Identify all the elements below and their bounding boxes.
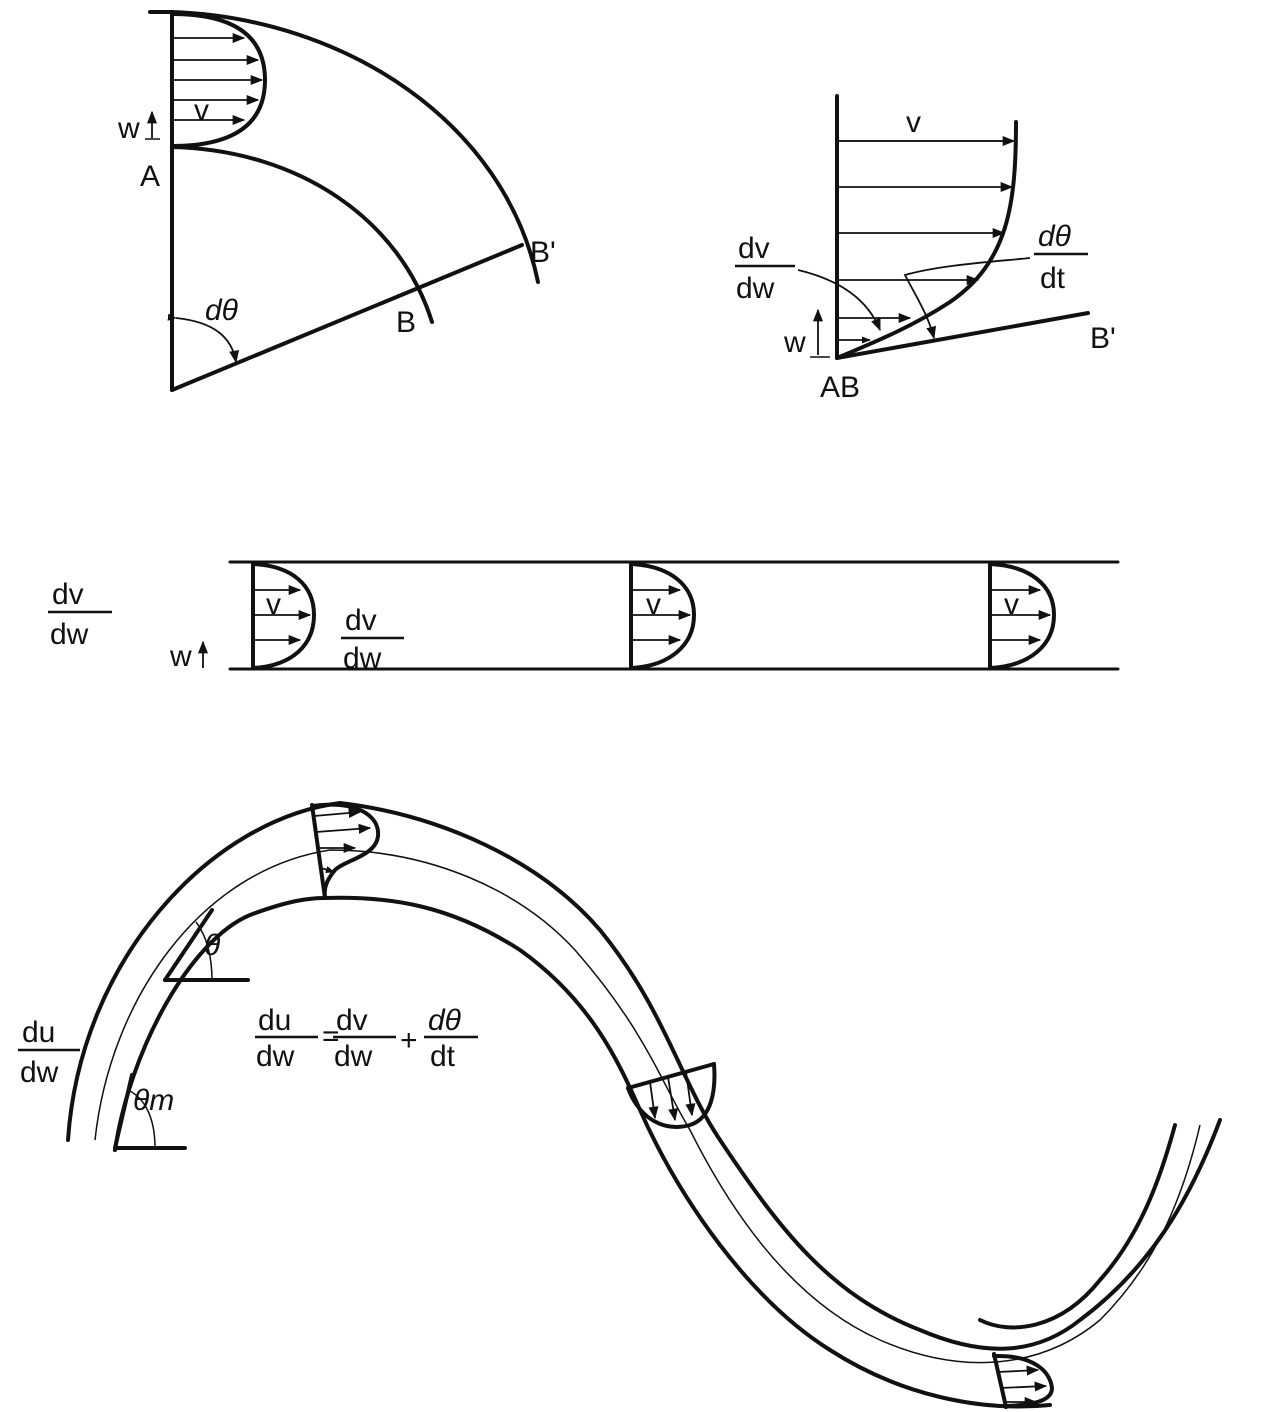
- straight-frac-inside: dv dw: [341, 604, 404, 675]
- bend-panel: w v A B B' dθ: [117, 10, 556, 392]
- meander-inner-wall-right: [978, 1123, 1177, 1330]
- profile-frac-dvdw: dv dw: [735, 232, 795, 305]
- straight-profile-2: v: [629, 561, 696, 670]
- bend-outer-wall: [148, 10, 540, 284]
- svg-text:v: v: [1004, 588, 1019, 621]
- meander-outer-wall: [66, 801, 1222, 1351]
- profile-panel: v w AB B' dv dw dθ dt: [735, 94, 1116, 404]
- svg-text:dt: dt: [430, 1040, 456, 1073]
- profile-label-Bprime: B': [1090, 322, 1116, 355]
- svg-text:v: v: [646, 588, 661, 621]
- svg-text:du: du: [258, 1004, 291, 1037]
- svg-text:dt: dt: [1040, 262, 1066, 295]
- meander-inner-wall: [113, 895, 1052, 1409]
- straight-label-w: w: [169, 640, 192, 673]
- svg-text:dv: dv: [336, 1004, 368, 1037]
- meander-angle-theta-m: θm: [113, 1073, 187, 1150]
- profile-label-AB: AB: [820, 371, 860, 404]
- svg-text:dv: dv: [738, 232, 770, 265]
- meander-angle-theta: θ: [163, 908, 250, 982]
- meander-profile-bottom: [992, 1352, 1054, 1409]
- svg-text:dθ: dθ: [428, 1004, 462, 1037]
- svg-text:dw: dw: [256, 1040, 295, 1073]
- straight-frac-left: dv dw: [48, 578, 112, 651]
- meander-panel: θ θm du dw du dw = dv dw + dθ dt: [18, 801, 1222, 1409]
- svg-text:v: v: [266, 588, 281, 621]
- profile-velocity-curve: [835, 120, 1018, 360]
- svg-text:dw: dw: [736, 272, 775, 305]
- bend-label-A: A: [140, 160, 160, 193]
- bend-label-w: w: [117, 112, 140, 145]
- svg-text:du: du: [22, 1016, 55, 1049]
- svg-text:θ: θ: [204, 929, 221, 962]
- bend-angle-arc: [167, 313, 240, 364]
- bend-velocity-profile: [170, 12, 267, 148]
- svg-text:dθ: dθ: [1038, 220, 1072, 253]
- svg-text:dw: dw: [334, 1040, 373, 1073]
- svg-text:dw: dw: [20, 1056, 59, 1089]
- svg-text:dv: dv: [52, 578, 84, 611]
- bend-label-B: B: [396, 306, 416, 339]
- svg-text:dw: dw: [343, 642, 382, 675]
- svg-text:+: +: [400, 1024, 418, 1057]
- profile-label-v: v: [906, 106, 921, 139]
- meander-equation: du dw = dv dw + dθ dt: [255, 1004, 478, 1073]
- svg-text:θm: θm: [133, 1084, 174, 1117]
- bend-label-dtheta: dθ: [205, 294, 239, 327]
- profile-frac-dthetadt: dθ dt: [1034, 220, 1088, 295]
- meander-profile-middle: [626, 1062, 717, 1129]
- svg-text:dw: dw: [50, 618, 89, 651]
- meander-frac-left: du dw: [18, 1016, 80, 1089]
- meander-centerline: [94, 849, 1201, 1364]
- bend-radius-ab: [170, 243, 524, 392]
- profile-label-w: w: [783, 326, 806, 359]
- bend-label-Bprime: B': [530, 236, 556, 269]
- bend-label-v: v: [194, 94, 209, 127]
- svg-text:dv: dv: [345, 604, 377, 637]
- bend-inner-wall: [170, 145, 434, 324]
- profile-dvdw-leader: [797, 269, 881, 332]
- straight-panel: dv dw w v dv dw v: [48, 560, 1120, 675]
- meander-profile-top: [310, 802, 381, 900]
- profile-line-ab-bprime: [835, 311, 1090, 360]
- straight-profile-1: v: [251, 561, 316, 670]
- profile-dthetadt-leader: [903, 257, 1031, 340]
- straight-profile-3: v: [988, 561, 1056, 670]
- profile-velocity-arrows: [837, 135, 1016, 344]
- bend-velocity-arrows: [172, 32, 264, 126]
- svg-text:=: =: [322, 1020, 340, 1053]
